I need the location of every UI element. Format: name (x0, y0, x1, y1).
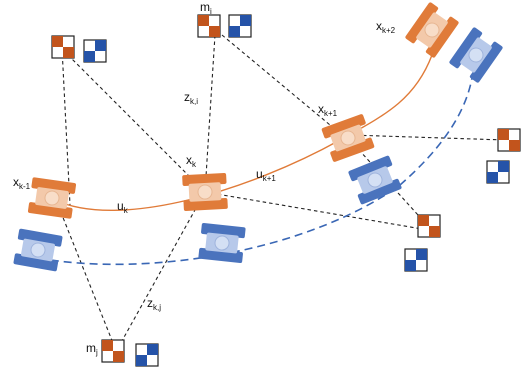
estimated-trajectory (54, 54, 433, 211)
obs-line-mA-xkm1 (61, 47, 71, 206)
landmark-true-icon (83, 39, 107, 63)
robot-pose-estimate-icon (27, 176, 77, 220)
obs-line-mi-xkp1 (221, 34, 349, 141)
robot-pose-true-icon (347, 154, 403, 206)
landmark-true-icon (228, 14, 252, 38)
robot-pose-estimate-icon (320, 113, 376, 163)
obs-line-mA-xk (67, 54, 206, 193)
label-x-k: xk (186, 153, 197, 169)
landmark-estimate-icon (51, 35, 75, 59)
robot-pose-true-icon (197, 222, 247, 264)
landmark-estimate-icon (417, 214, 441, 238)
obs-line-mj-xk (117, 191, 206, 349)
obs-line-mi-xk (204, 34, 216, 193)
landmark-estimate-icon (101, 339, 125, 363)
label-x-kp1: xk+1 (318, 102, 338, 118)
landmark-estimate-icon (197, 14, 221, 38)
landmark-estimate-icon (497, 128, 521, 152)
true-trajectory (37, 77, 473, 266)
label-m-i: mi (200, 0, 212, 16)
obs-line-mRL-xk (204, 191, 429, 231)
label-x-kp2: xk+2 (376, 19, 396, 35)
observation-lines (57, 34, 506, 349)
landmark-true-icon (135, 343, 159, 367)
robot-pose-true-icon (448, 26, 504, 84)
label-x-km1: xk-1 (13, 175, 31, 191)
robot-pose-estimate-icon (404, 1, 460, 59)
label-u-kp1: uk+1 (256, 167, 276, 183)
robot-pose-true-icon (12, 227, 64, 273)
obs-line-mj-xkm1 (57, 204, 116, 349)
robot-pose-estimate-icon (181, 172, 229, 212)
landmark-true-icon (404, 248, 428, 272)
label-z-kj: zk,j (147, 296, 161, 312)
label-z-ki: zk,i (184, 90, 198, 106)
label-u-k: uk (117, 199, 129, 215)
label-m-j: mj (86, 341, 98, 357)
obs-line-mR-xkp1 (349, 134, 506, 141)
landmark-true-icon (486, 160, 510, 184)
